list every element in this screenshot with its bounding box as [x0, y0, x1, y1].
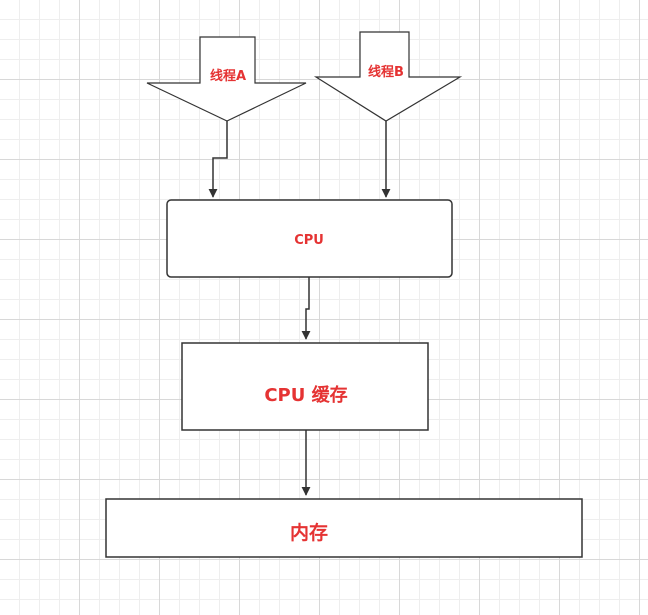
cpu-cache-box — [181, 342, 429, 431]
connector-cpu-to-cache — [301, 277, 311, 340]
cpu-cache-label: CPU 缓存 — [264, 384, 347, 406]
thread-a-label: 线程A — [210, 68, 246, 84]
thread-b-label: 线程B — [368, 64, 404, 80]
memory-label: 内存 — [290, 521, 328, 544]
connector-thread-a-to-cpu — [208, 121, 228, 198]
memory-node[interactable]: 内存 — [105, 498, 583, 558]
cpu-label: CPU — [294, 233, 324, 248]
cpu-box — [166, 199, 453, 278]
thread-a-node[interactable]: 线程A — [146, 36, 307, 122]
cpu-cache-node[interactable]: CPU 缓存 — [181, 342, 429, 431]
thread-b-node[interactable]: 线程B — [313, 31, 463, 122]
memory-box — [105, 498, 583, 558]
thread-a-arrow-shape — [146, 36, 307, 122]
thread-b-arrow-shape — [313, 31, 463, 122]
cpu-node[interactable]: CPU — [166, 199, 453, 278]
